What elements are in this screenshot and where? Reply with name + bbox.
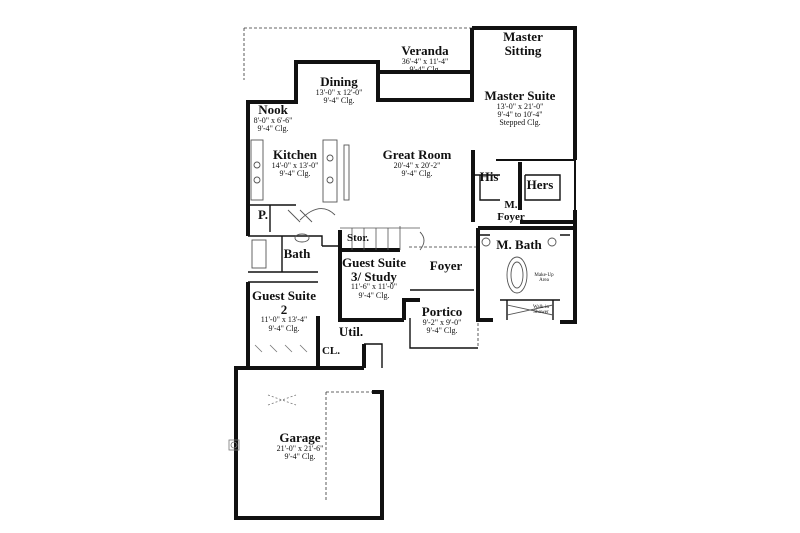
guest-suite-2-clg: 9'-4" Clg. xyxy=(268,323,300,333)
stor-name: Stor. xyxy=(347,232,369,244)
portico-clg: 9'-4" Clg. xyxy=(426,326,458,336)
dining-dims: 13'-0" x 12'-0" xyxy=(315,87,363,97)
veranda-name: Veranda xyxy=(401,43,449,58)
kitchen-dims: 14'-0" x 13'-0" xyxy=(271,160,319,170)
m-foyer-line1: M. xyxy=(504,199,518,211)
makeup-label: Make-Up Area xyxy=(534,273,553,284)
hers-label: Hers xyxy=(527,178,554,192)
makeup-line2: Area xyxy=(539,278,549,284)
kitchen-cabinets xyxy=(250,139,350,223)
cl-label: CL. xyxy=(321,345,341,358)
portico-label: Portico 9'-2" x 9'-0" 9'-4" Clg. xyxy=(422,305,462,335)
master-suite-name: Master Suite xyxy=(484,88,556,103)
garage-label: Garage 21'-0" x 21'-6" 9'-4" Clg. xyxy=(277,431,324,461)
dining-name: Dining xyxy=(320,74,358,89)
master-sitting-label: Master Sitting xyxy=(503,30,543,57)
his-name: His xyxy=(479,169,499,184)
stairs xyxy=(340,226,420,250)
great-room-clg: 9'-4" Clg. xyxy=(401,169,433,179)
nook-label: Nook 8'-0" x 6'-6" 9'-4" Clg. xyxy=(254,103,293,133)
garage-dims: 21'-0" x 21'-6" xyxy=(276,443,324,453)
master-sitting-line2: Sitting xyxy=(504,42,542,58)
m-foyer-line2: Foyer xyxy=(497,210,525,223)
veranda-label: Veranda 36'-4" x 11'-4" 9'-4" Clg. xyxy=(401,44,448,74)
m-bath-label: M. Bath xyxy=(496,238,542,252)
hers-name: Hers xyxy=(526,177,554,192)
guest-suite-study-line2: 3/ Study xyxy=(351,268,397,284)
walkin-shower-line1: Walk-in xyxy=(533,305,549,310)
m-foyer-label: M. Foyer xyxy=(497,199,525,223)
walkin-shower-label: Walk-in Shower xyxy=(533,305,549,316)
master-suite-note: Stepped Clg. xyxy=(499,118,541,128)
garage-clg: 9'-4" Clg. xyxy=(284,452,316,462)
guest-suite-2-dims: 11'-0" x 13'-4" xyxy=(260,315,308,325)
bath-label: Bath xyxy=(284,247,311,261)
garage-name: Garage xyxy=(279,430,321,445)
kitchen-clg: 9'-4" Clg. xyxy=(279,169,311,179)
walkin-shower-line2: Shower xyxy=(533,310,549,316)
dining-label: Dining 13'-0" x 12'-0" 9'-4" Clg. xyxy=(316,75,363,105)
garage-details xyxy=(228,344,308,451)
pantry-name: P. xyxy=(258,207,268,222)
dining-clg: 9'-4" Clg. xyxy=(323,96,355,106)
master-suite-dims: 13'-0" x 21'-0" xyxy=(496,101,544,111)
great-room-label: Great Room 20'-4" x 20'-2" 9'-4" Clg. xyxy=(383,148,452,178)
portico-name: Portico xyxy=(421,304,463,319)
guest-suite-study-label: Guest Suite 3/ Study 11'-6" x 11'-0" 9'-… xyxy=(342,256,406,300)
great-room-name: Great Room xyxy=(382,147,452,162)
guest-suite-2-line1: Guest Suite xyxy=(252,288,316,303)
guest-suite-study-clg: 9'-4" Clg. xyxy=(358,290,390,300)
kitchen-label: Kitchen 14'-0" x 13'-0" 9'-4" Clg. xyxy=(272,148,319,178)
guest-suite-study-line1: Guest Suite xyxy=(342,255,406,270)
kitchen-name: Kitchen xyxy=(272,147,318,162)
pantry-label: P. xyxy=(258,208,268,222)
m-bath-name: M. Bath xyxy=(496,237,542,252)
foyer-label: Foyer xyxy=(430,259,462,273)
stor-label: Stor. xyxy=(347,232,369,245)
veranda-dims: 36'-4" x 11'-4" xyxy=(401,56,449,66)
great-room-dims: 20'-4" x 20'-2" xyxy=(393,160,441,170)
guest-suite-study-dims: 11'-6" x 11'-0" xyxy=(350,282,398,292)
cl-name: CL. xyxy=(321,345,341,357)
guest-suite-2-label: Guest Suite 2 11'-0" x 13'-4" 9'-4" Clg. xyxy=(252,289,316,333)
bath-fixtures xyxy=(251,231,557,316)
util-label: Util. xyxy=(339,325,363,339)
bath-name: Bath xyxy=(283,246,311,261)
nook-dims: 8'-0" x 6'-6" xyxy=(253,115,293,125)
veranda-clg: 9'-4" Clg. xyxy=(409,65,441,75)
master-suite-label: Master Suite 13'-0" x 21'-0" 9'-4" to 10… xyxy=(485,89,556,128)
walls xyxy=(234,26,577,520)
makeup-line1: Make-Up xyxy=(534,273,554,278)
his-label: His xyxy=(480,170,499,184)
nook-clg: 9'-4" Clg. xyxy=(257,124,289,134)
util-name: Util. xyxy=(338,324,364,339)
foyer-name: Foyer xyxy=(429,258,463,273)
master-suite-clg: 9'-4" to 10'-4" xyxy=(497,110,543,120)
master-sitting-line1: Master xyxy=(503,29,543,44)
guest-suite-2-line2: 2 xyxy=(280,301,288,317)
nook-name: Nook xyxy=(258,102,288,117)
interior-lines xyxy=(248,174,570,368)
portico-dims: 9'-2" x 9'-0" xyxy=(422,317,462,327)
